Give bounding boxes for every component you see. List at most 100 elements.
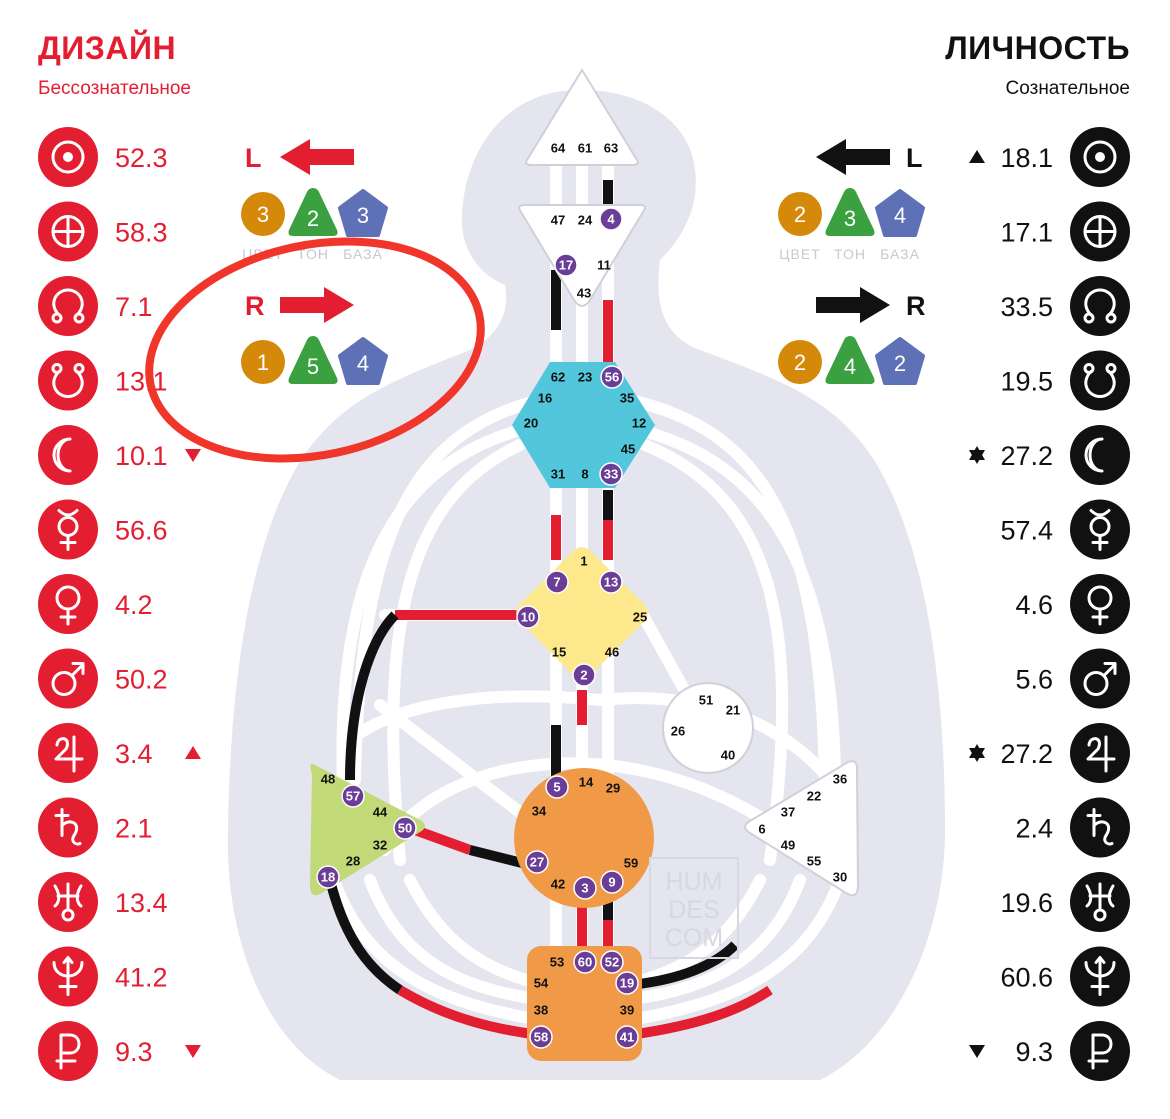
design-planet-row[interactable]: 7.1 (38, 276, 153, 336)
center-root[interactable] (527, 946, 642, 1061)
design-planet-row[interactable]: 52.3 (38, 127, 168, 187)
gate-45[interactable]: 45 (621, 442, 635, 457)
personality-planet-row[interactable]: 27.2 (969, 425, 1130, 485)
center-spleen[interactable] (310, 763, 425, 896)
personality-planet-row[interactable]: 27.2 (969, 723, 1130, 783)
personality-planet-row[interactable]: 19.6 (1000, 872, 1130, 932)
gate-46[interactable]: 46 (605, 645, 619, 660)
gate-30[interactable]: 30 (833, 870, 847, 885)
gate-14[interactable]: 14 (579, 775, 594, 790)
gate-29[interactable]: 29 (606, 781, 620, 796)
center-solar-plexus[interactable] (744, 760, 860, 897)
gate-64[interactable]: 64 (551, 141, 566, 156)
personality-planet-row[interactable]: 60.6 (1000, 946, 1130, 1007)
gate-42[interactable]: 42 (551, 877, 565, 892)
gate-34[interactable]: 34 (532, 804, 547, 819)
gate-20[interactable]: 20 (524, 416, 538, 431)
gate-41[interactable]: 41 (615, 1025, 639, 1049)
gate-21[interactable]: 21 (726, 703, 740, 718)
gate-52[interactable]: 52 (600, 950, 624, 974)
gate-17[interactable]: 17 (554, 253, 578, 277)
personality-planet-value: 19.6 (1000, 888, 1053, 918)
gate-55[interactable]: 55 (807, 854, 821, 869)
gate-1[interactable]: 1 (580, 554, 587, 569)
gate-24[interactable]: 24 (578, 213, 593, 228)
personality-planet-row[interactable]: 5.6 (1015, 648, 1130, 709)
personality-planet-row[interactable]: 17.1 (1000, 201, 1130, 262)
design-planet-row[interactable]: 2.1 (38, 797, 153, 858)
gate-59[interactable]: 59 (624, 856, 638, 871)
gate-49[interactable]: 49 (781, 838, 795, 853)
design-planet-row[interactable]: 41.2 (38, 946, 168, 1007)
gate-11[interactable]: 11 (597, 258, 611, 273)
design-planet-row[interactable]: 13.4 (38, 872, 168, 932)
svg-text:1: 1 (257, 350, 269, 375)
gate-label: 51 (699, 693, 713, 708)
center-throat[interactable] (512, 362, 655, 488)
design-planet-row[interactable]: 56.6 (38, 499, 168, 560)
gate-63[interactable]: 63 (604, 141, 618, 156)
gate-58[interactable]: 58 (529, 1025, 553, 1049)
personality-planet-row[interactable]: 9.3 (969, 1021, 1130, 1081)
gate-40[interactable]: 40 (721, 748, 735, 763)
gate-33[interactable]: 33 (599, 462, 623, 486)
gate-50[interactable]: 50 (393, 816, 417, 840)
gate-44[interactable]: 44 (373, 805, 388, 820)
gate-8[interactable]: 8 (581, 467, 588, 482)
gate-9[interactable]: 9 (600, 870, 624, 894)
design-planet-row[interactable]: 3.4 (38, 723, 201, 783)
gate-16[interactable]: 16 (538, 391, 552, 406)
gate-38[interactable]: 38 (534, 1003, 548, 1018)
gate-12[interactable]: 12 (632, 416, 646, 431)
gate-7[interactable]: 7 (545, 570, 569, 594)
design-planet-row[interactable]: 4.2 (38, 574, 153, 634)
gate-60[interactable]: 60 (573, 950, 597, 974)
gate-3[interactable]: 3 (573, 876, 597, 900)
gate-43[interactable]: 43 (577, 286, 591, 301)
design-planet-row[interactable]: 10.1 (38, 425, 201, 485)
gate-53[interactable]: 53 (550, 955, 564, 970)
personality-planet-row[interactable]: 18.1 (969, 127, 1130, 187)
personality-planet-row[interactable]: 2.4 (1015, 797, 1130, 858)
gate-36[interactable]: 36 (833, 772, 847, 787)
personality-planet-row[interactable]: 57.4 (1000, 499, 1130, 560)
gate-62[interactable]: 62 (551, 370, 565, 385)
gate-35[interactable]: 35 (620, 391, 634, 406)
personality-planet-row[interactable]: 33.5 (1000, 276, 1130, 336)
gate-15[interactable]: 15 (552, 645, 566, 660)
gate-27[interactable]: 27 (525, 850, 549, 874)
gate-5[interactable]: 5 (545, 775, 569, 799)
design-planet-row[interactable]: 58.3 (38, 201, 168, 262)
gate-51[interactable]: 51 (699, 693, 713, 708)
gate-56[interactable]: 56 (600, 365, 624, 389)
gate-22[interactable]: 22 (807, 789, 821, 804)
svg-text:3: 3 (357, 203, 369, 228)
gate-57[interactable]: 57 (341, 784, 365, 808)
gate-6[interactable]: 6 (758, 822, 765, 837)
gate-61[interactable]: 61 (578, 141, 592, 156)
gate-13[interactable]: 13 (599, 570, 623, 594)
personality-planet-row[interactable]: 4.6 (1015, 574, 1130, 634)
center-head[interactable] (525, 68, 639, 166)
gate-48[interactable]: 48 (321, 772, 335, 787)
gate-47[interactable]: 47 (551, 213, 565, 228)
design-planet-row[interactable]: 13.1 (38, 350, 168, 411)
gate-19[interactable]: 19 (615, 971, 639, 995)
gate-25[interactable]: 25 (633, 610, 647, 625)
design-planet-row[interactable]: 9.3 (38, 1021, 201, 1081)
gate-18[interactable]: 18 (316, 865, 340, 889)
gate-28[interactable]: 28 (346, 854, 360, 869)
gate-32[interactable]: 32 (373, 838, 387, 853)
gate-54[interactable]: 54 (534, 976, 549, 991)
gate-26[interactable]: 26 (671, 724, 685, 739)
design-planet-row[interactable]: 50.2 (38, 648, 168, 709)
gate-4[interactable]: 4 (599, 207, 623, 231)
gate-37[interactable]: 37 (781, 805, 795, 820)
center-heart[interactable] (662, 682, 754, 774)
gate-10[interactable]: 10 (516, 605, 540, 629)
gate-39[interactable]: 39 (620, 1003, 634, 1018)
gate-31[interactable]: 31 (551, 467, 565, 482)
gate-23[interactable]: 23 (578, 370, 592, 385)
gate-2[interactable]: 2 (572, 663, 596, 687)
personality-planet-row[interactable]: 19.5 (1000, 350, 1130, 411)
